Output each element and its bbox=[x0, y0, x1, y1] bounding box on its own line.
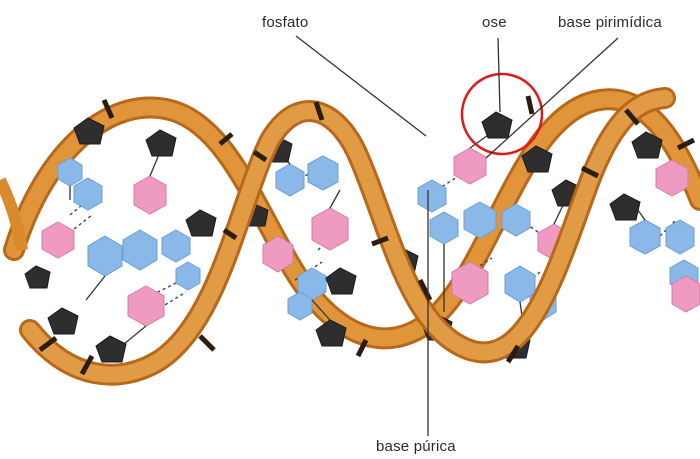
label-sugar: ose bbox=[482, 14, 507, 31]
pyrimidine-base bbox=[430, 212, 458, 244]
pyrimidine-base bbox=[123, 230, 157, 270]
pyrimidine-base bbox=[88, 236, 122, 276]
sugar bbox=[96, 336, 126, 362]
pyrimidine-base bbox=[276, 164, 304, 196]
sugar bbox=[25, 266, 50, 288]
purine-base bbox=[134, 176, 166, 214]
sugar bbox=[146, 130, 176, 156]
sugar bbox=[186, 210, 216, 236]
purine-base bbox=[42, 222, 74, 258]
pyrimidine-base bbox=[418, 180, 446, 212]
pyrimidine-base bbox=[308, 156, 338, 190]
sugar bbox=[48, 308, 78, 334]
pyrimidine-base bbox=[162, 230, 190, 262]
purine-base bbox=[672, 276, 700, 312]
label-pyrimidine: base pirimídica bbox=[558, 14, 662, 31]
highlighted-sugar bbox=[482, 112, 512, 138]
purine-base bbox=[312, 208, 348, 250]
sugar bbox=[326, 268, 356, 294]
sugar bbox=[610, 194, 640, 220]
pyrimidine-base bbox=[176, 262, 200, 290]
pyrimidine-base bbox=[666, 220, 694, 254]
pyrimidine-base bbox=[74, 178, 102, 210]
purine-base bbox=[454, 148, 486, 184]
pyrimidine-base bbox=[630, 220, 660, 254]
label-purine: base púrica bbox=[376, 438, 456, 455]
label-phosphate: fosfato bbox=[262, 14, 308, 31]
